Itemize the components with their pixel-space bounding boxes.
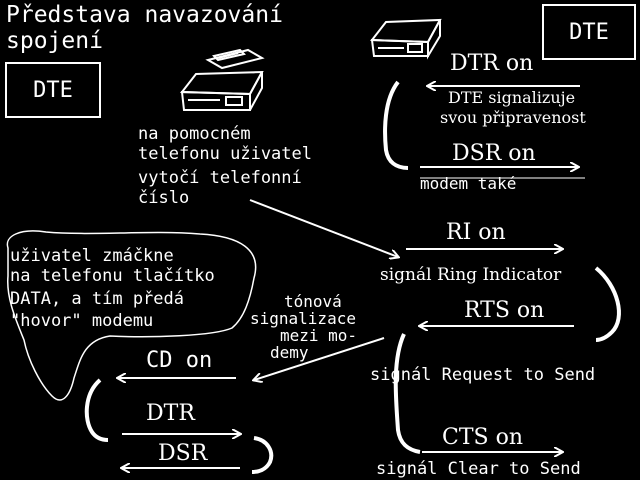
note-bubble-outline [6, 230, 257, 401]
label-dtr-desc-2: svou připravenost [440, 108, 586, 127]
label-dtr-desc-1: DTE signalizuje [448, 88, 576, 107]
dialing-line2: telefonu uživatel [138, 144, 312, 164]
label-dsr-desc: modem také [420, 174, 517, 193]
modem-left-icon [180, 48, 265, 111]
label-cts-desc: signál Clear to Send [376, 459, 581, 479]
curve-dtr-dsr [383, 80, 409, 170]
modem-right-icon [370, 18, 442, 60]
dte-right-box: DTE [542, 4, 636, 60]
label-ri-on: RI on [446, 220, 506, 245]
arrow-tone-signal [254, 337, 385, 380]
curve-rts-cts [393, 333, 421, 454]
tone-line2: signalizace [250, 309, 356, 328]
label-dtr: DTR [146, 401, 195, 426]
data-button-line2: na telefonu tlačítko [10, 266, 215, 286]
curve-cd-dtr [84, 378, 109, 442]
data-button-line4: "hovor" modemu [10, 311, 154, 331]
tone-line1: tónová [284, 292, 342, 311]
dte-left-label: DTE [33, 77, 73, 103]
label-dtr-on: DTR on [450, 51, 534, 76]
label-ri-desc: signál Ring Indicator [380, 265, 562, 285]
label-cd-on: CD on [146, 348, 213, 373]
dte-left-box: DTE [5, 62, 101, 118]
arrow-dialing [249, 199, 398, 257]
label-rts-desc: signál Request to Send [370, 365, 596, 385]
label-dsr-on: DSR on [452, 141, 536, 166]
curve-ri-rts [594, 266, 621, 342]
diagram-title-line1: Představa navazování [6, 2, 283, 28]
dte-right-label: DTE [569, 19, 609, 45]
label-cts-on: CTS on [442, 425, 523, 450]
data-button-line3: DATA, a tím předá [10, 289, 184, 309]
dialing-line1: na pomocném [138, 124, 251, 144]
tone-line4: demy [270, 343, 309, 362]
dialing-line3: vytočí telefonní [138, 168, 302, 188]
curve-dtr-dsr-bottom [251, 436, 274, 474]
tone-line3: mezi mo- [280, 326, 358, 345]
dialing-line4: číslo [138, 188, 190, 208]
label-dsr: DSR [158, 441, 208, 466]
data-button-line1: uživatel zmáčkne [10, 246, 174, 266]
diagram-title-line2: spojení [6, 28, 103, 54]
label-rts-on: RTS on [464, 298, 545, 323]
